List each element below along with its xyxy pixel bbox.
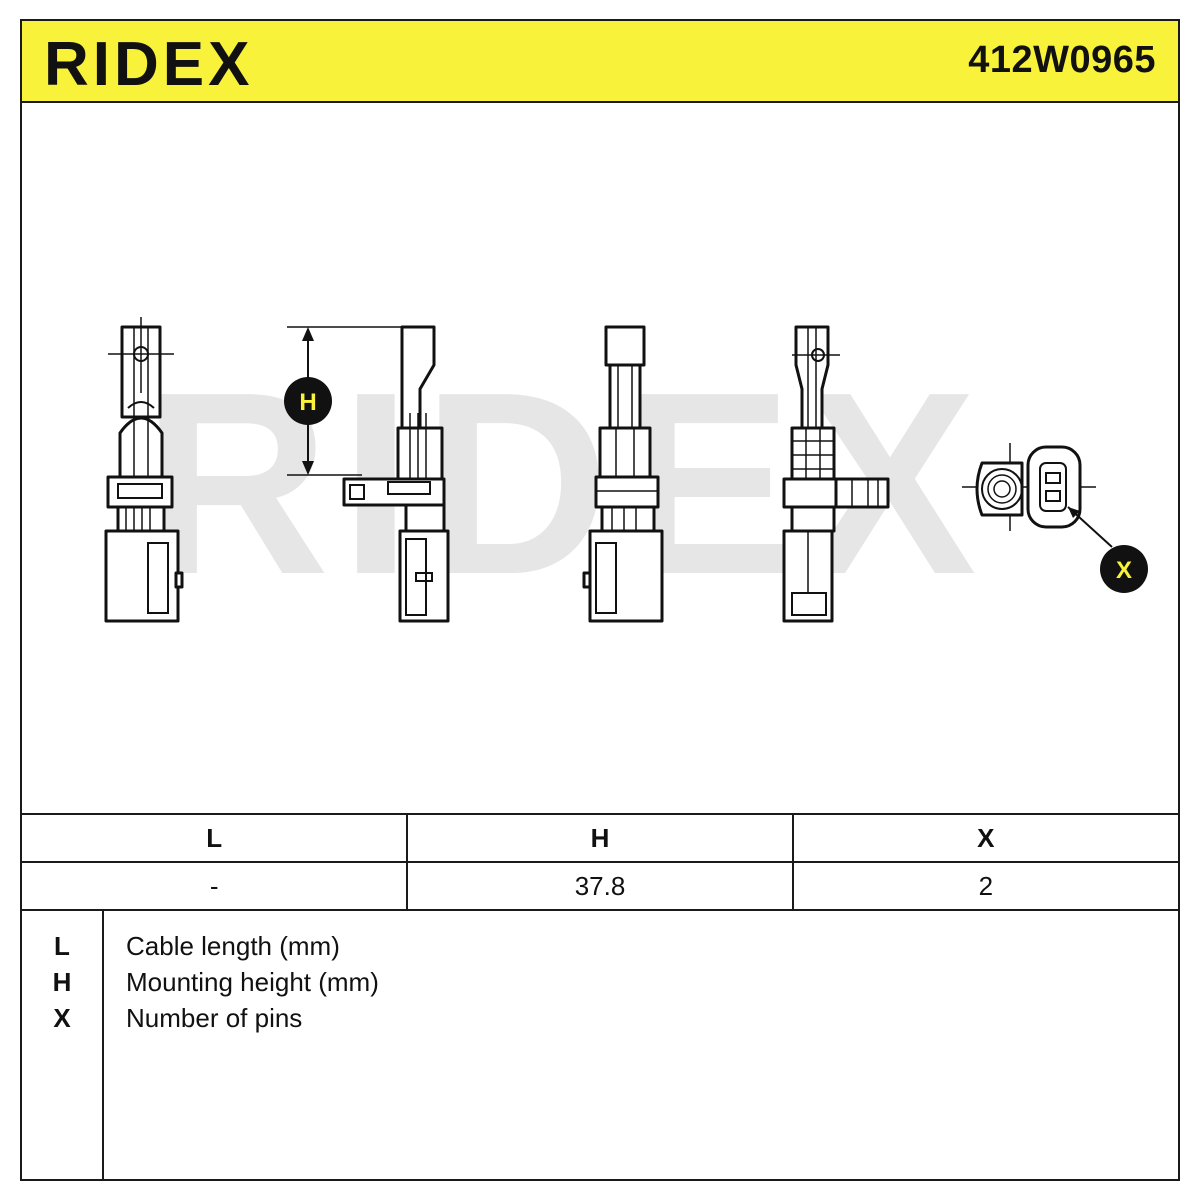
legend: L Cable length (mm) H Mounting height (m… (22, 911, 1178, 1181)
brand-logo-text: RIDEX (44, 30, 253, 93)
legend-text-l: Cable length (mm) (126, 931, 340, 961)
sensor-view-side: H (284, 325, 450, 623)
callout-x: X (1100, 545, 1148, 593)
legend-keys-column (22, 911, 104, 1181)
part-number: 412W0965 (968, 39, 1156, 81)
sensor-view-section (782, 325, 890, 623)
datasheet: RIDEX 412W0965 RIDEX (20, 19, 1180, 1181)
spec-value-l: - (22, 861, 409, 911)
header-bar: RIDEX 412W0965 (22, 21, 1178, 103)
spec-value-h: 37.8 (406, 861, 794, 911)
legend-key-l: L (54, 931, 70, 961)
sensor-view-back (582, 325, 664, 623)
spec-table: L H X - 37.8 2 (22, 813, 1178, 911)
spec-table-header: L H X (22, 813, 1178, 863)
spec-header-h: H (406, 813, 794, 863)
technical-drawing: RIDEX (104, 317, 1148, 629)
callout-h: H (284, 377, 332, 425)
legend-text-h: Mounting height (mm) (126, 967, 379, 997)
connector-end-view: X (962, 443, 1148, 593)
legend-text-x: Number of pins (126, 1003, 303, 1033)
spec-value-x: 2 (791, 861, 1178, 911)
spec-header-x: X (791, 813, 1178, 863)
callout-x-label: X (1116, 557, 1132, 584)
brand-logo: RIDEX (44, 30, 253, 93)
legend-key-x: X (53, 1003, 71, 1033)
spec-header-l: L (22, 813, 409, 863)
spec-table-values: - 37.8 2 (22, 861, 1178, 911)
legend-key-h: H (52, 967, 72, 997)
sensor-view-front (104, 317, 184, 623)
callout-h-label: H (299, 389, 316, 416)
